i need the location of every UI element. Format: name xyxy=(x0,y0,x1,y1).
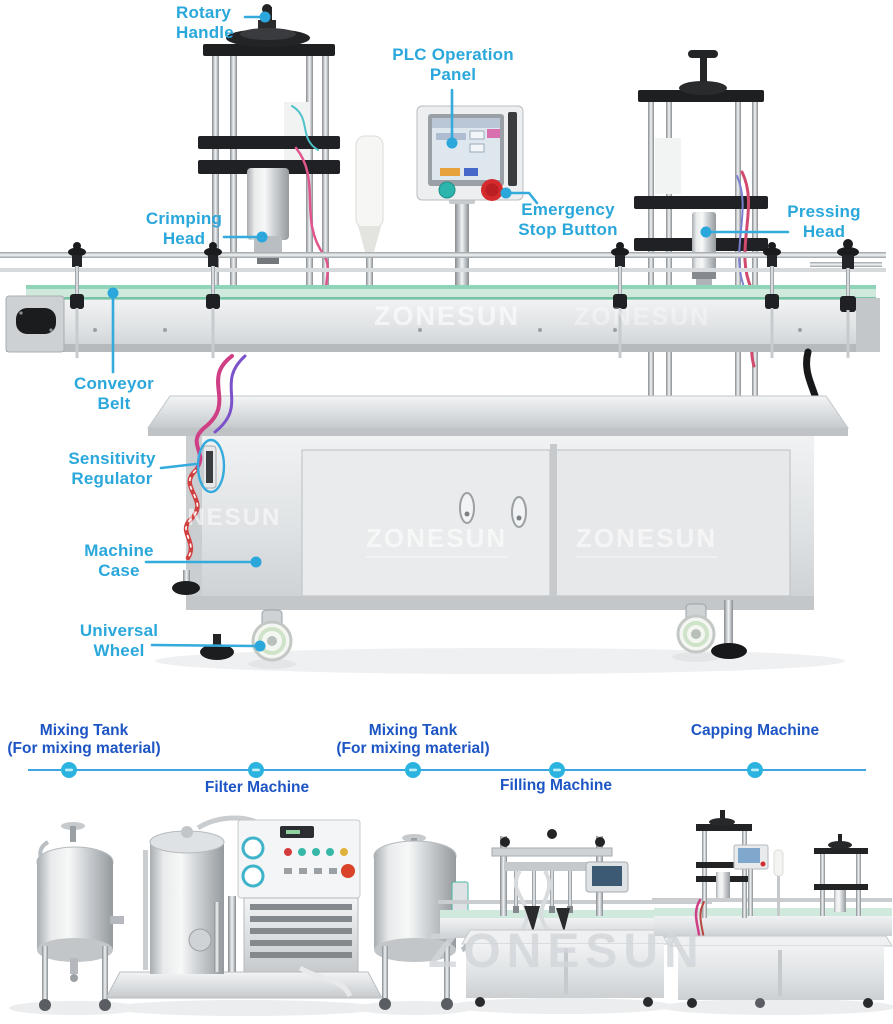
pressing-head-tower xyxy=(634,50,768,428)
label-crimping-head: Crimping Head xyxy=(145,209,223,248)
crimping-head-tower xyxy=(198,4,340,302)
label-pressing-head: Pressing Head xyxy=(787,202,861,241)
guide-clamp xyxy=(68,242,86,358)
crimping-head xyxy=(247,168,289,264)
timeline-dot xyxy=(549,762,565,778)
label-emergency-stop-button: Emergency Stop Button xyxy=(518,200,618,239)
guide-clamp xyxy=(204,242,222,358)
timeline-dot xyxy=(248,762,264,778)
conveyor-belt xyxy=(0,239,886,436)
plc-operation-panel xyxy=(416,105,524,292)
guide-clamp xyxy=(837,239,859,358)
timeline-dot xyxy=(747,762,763,778)
capping-machine-image xyxy=(652,810,893,1008)
machine-case xyxy=(147,354,849,610)
production-line-photo xyxy=(9,810,893,1016)
universal-wheel xyxy=(676,603,716,654)
station-label-filling-machine: Filling Machine xyxy=(500,777,612,794)
door-handle xyxy=(459,492,475,524)
universal-wheel xyxy=(251,609,293,662)
conveyor-drive-end xyxy=(5,295,65,353)
universal-wheels-and-feet xyxy=(172,570,747,669)
station-label-capping-machine: Capping Machine xyxy=(690,722,820,739)
guide-clamp xyxy=(763,242,781,358)
filling-machine-image xyxy=(438,829,712,1007)
floor-shadow xyxy=(155,648,845,674)
label-conveyor-belt: Conveyor Belt xyxy=(73,374,154,413)
mixing-tank-1-image xyxy=(36,822,124,1011)
station-label-mixing-tank-1: Mixing Tank (For mixing material) xyxy=(7,722,161,758)
emergency-stop-button xyxy=(481,179,503,201)
filter-machine-image xyxy=(105,815,383,999)
label-sensitivity-regulator: Sensitivity Regulator xyxy=(68,449,156,488)
right-rotary-handle xyxy=(679,50,727,95)
door-handle xyxy=(511,496,527,528)
station-label-mixing-tank-2: Mixing Tank (For mixing material) xyxy=(336,722,490,758)
sensor-rod xyxy=(355,135,384,300)
sensitivity-regulator xyxy=(202,445,217,489)
label-rotary-handle: Rotary Handle xyxy=(176,3,234,42)
station-label-filter-machine: Filter Machine xyxy=(204,779,310,796)
label-universal-wheel: Universal Wheel xyxy=(79,621,159,660)
label-plc-operation-panel: PLC Operation Panel xyxy=(392,45,514,84)
process-timeline xyxy=(28,762,866,778)
label-machine-case: Machine Case xyxy=(84,541,154,580)
plc-screen xyxy=(432,118,500,180)
timeline-dot xyxy=(61,762,77,778)
guide-clamp xyxy=(611,242,629,358)
leader-lines xyxy=(107,11,790,652)
power-button xyxy=(438,181,456,199)
timeline-dot xyxy=(405,762,421,778)
